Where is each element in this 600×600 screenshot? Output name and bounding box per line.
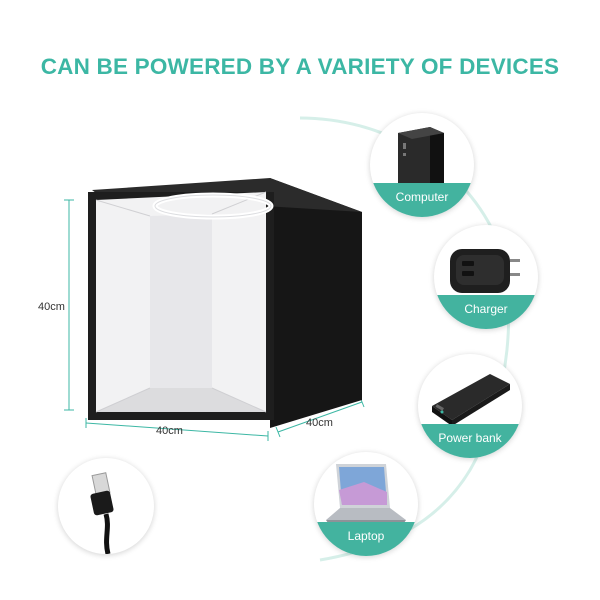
device-label: Computer (370, 183, 474, 217)
device-label: Laptop (314, 522, 418, 556)
usb-cable-card (58, 458, 154, 554)
width-label: 40cm (156, 425, 183, 437)
computer-tower-icon (397, 127, 445, 188)
usb-cable-icon (90, 472, 114, 554)
device-charger: Charger (434, 225, 538, 329)
device-computer: Computer (370, 113, 474, 217)
height-label: 40cm (38, 301, 65, 313)
device-label: Power bank (418, 424, 522, 458)
device-power-bank: Power bank (418, 354, 522, 458)
depth-label: 40cm (306, 417, 333, 429)
lightbox-side-panel (270, 178, 362, 428)
device-laptop: Laptop (314, 452, 418, 556)
depth-guide (277, 401, 363, 433)
device-label: Charger (434, 295, 538, 329)
wall-charger-icon (450, 249, 520, 293)
width-guide (85, 422, 269, 437)
power-bank-icon (432, 374, 510, 426)
headline: CAN BE POWERED BY A VARIETY OF DEVICES (40, 54, 560, 79)
laptop-icon (326, 464, 406, 523)
